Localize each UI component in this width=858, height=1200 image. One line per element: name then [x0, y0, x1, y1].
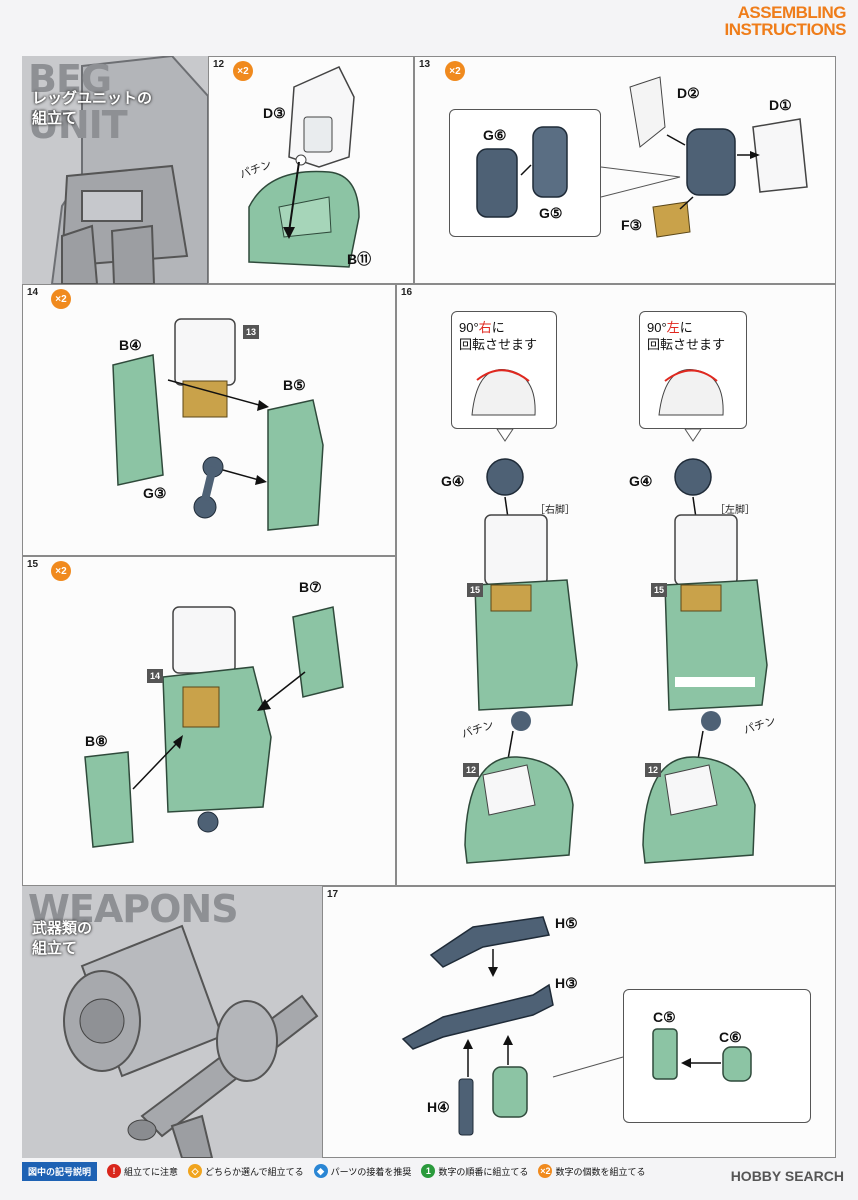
- rotate-line2-right: 回転させます: [459, 337, 538, 352]
- step-13-detail-callout: [449, 109, 601, 237]
- part-label-d1: D①: [769, 97, 792, 113]
- step-16-ref-15-right: 15: [467, 583, 484, 597]
- step-12-number: 12: [213, 59, 225, 70]
- left-leg-label: ［左脚］: [715, 505, 755, 516]
- legend-text-order: 数字の順番に組立てる: [438, 1166, 529, 1177]
- step-13-panel: 13 ×2 D② D① G⑥ G⑤ F③: [414, 56, 836, 284]
- legend-item-order: 1 数字の順番に組立てる: [421, 1164, 528, 1178]
- part-label-h3: H③: [555, 975, 578, 991]
- rotate-suffix-left: に: [679, 320, 693, 335]
- leg-title-2: 組立て: [32, 110, 78, 127]
- step-15-panel: 15 ×2 B⑦ B⑧ 14: [22, 556, 396, 886]
- part-label-h4: H④: [427, 1099, 450, 1115]
- step-17-illustration: [401, 916, 752, 1136]
- legend-text-caution: 組立てに注意: [124, 1166, 179, 1177]
- step-16-illustration: [464, 369, 768, 864]
- step-15-multiplier: ×2: [51, 561, 71, 581]
- rotate-dir-left: 左: [666, 320, 680, 335]
- right-leg-label: ［右脚］: [535, 505, 575, 516]
- step-16-number: 16: [401, 287, 413, 298]
- part-label-c5: C⑤: [653, 1009, 676, 1025]
- rotate-deg-left: 90°: [647, 320, 667, 335]
- legend-item-choose: ◇ どちらか選んで組立てる: [188, 1164, 304, 1178]
- legend-text-glue: パーツの接着を推奨: [330, 1166, 412, 1177]
- symbol-legend: 図中の記号説明 ! 組立てに注意 ◇ どちらか選んで組立てる ◆ パーツの接着を…: [22, 1160, 836, 1182]
- hobby-search-watermark: HOBBY SEARCH: [730, 1168, 844, 1184]
- leg-unit-illustration: [50, 56, 208, 284]
- step-13-illustration: [476, 76, 808, 238]
- rotate-deg-right: 90°: [459, 320, 479, 335]
- step-14-illustration: [112, 318, 324, 531]
- part-label-h5: H⑤: [555, 915, 578, 931]
- header-line2: INSTRUCTIONS: [724, 20, 847, 39]
- header-line1: ASSEMBLING: [737, 3, 847, 22]
- step-15-illustration: [84, 606, 344, 848]
- caution-icon: !: [107, 1164, 122, 1178]
- part-label-b8: B⑧: [85, 733, 108, 749]
- count-icon: ×2: [538, 1164, 553, 1178]
- part-label-g5: G⑤: [539, 205, 563, 221]
- choose-icon: ◇: [188, 1164, 203, 1178]
- legend-title: 図中の記号説明: [22, 1161, 98, 1181]
- legend-text-count: 数字の個数を組立てる: [555, 1166, 646, 1177]
- step-12-illustration: [248, 66, 360, 268]
- weapons-illustration: [63, 924, 319, 1158]
- step-16-ref-12-left: 12: [645, 763, 662, 777]
- part-label-g3: G③: [143, 485, 167, 501]
- step-16-panel: 16: [396, 284, 836, 886]
- part-label-f3: F③: [621, 217, 643, 233]
- part-label-d2: D②: [677, 85, 700, 101]
- weapons-title-2: 組立て: [32, 940, 78, 957]
- step-14-panel: 14 ×2 B④ B⑤ G③ 13: [22, 284, 396, 556]
- step-15-ref-14: 14: [147, 669, 164, 683]
- weapons-big-text: WEAPONS: [28, 887, 239, 931]
- part-label-g4-right-leg: G④: [441, 473, 465, 489]
- part-label-b11: B⑪: [347, 251, 372, 267]
- legend-item-caution: ! 組立てに注意: [107, 1164, 178, 1178]
- weapons-section-header: WEAPONS 武器類の 組立て: [22, 886, 322, 1158]
- part-label-c6: C⑥: [719, 1029, 742, 1045]
- step-14-multiplier: ×2: [51, 289, 71, 309]
- leg-big-text-2: UNIT: [28, 103, 128, 147]
- legend-text-choose: どちらか選んで組立てる: [205, 1166, 304, 1177]
- step-17-number: 17: [327, 889, 339, 900]
- glue-icon: ◆: [313, 1164, 328, 1178]
- order-icon: 1: [421, 1164, 436, 1178]
- part-label-d3: D③: [263, 105, 286, 121]
- part-label-g6: G⑥: [483, 127, 507, 143]
- rotate-line2-left: 回転させます: [647, 337, 726, 352]
- step-15-number: 15: [27, 559, 39, 570]
- rotate-suffix-right: に: [491, 320, 505, 335]
- step-14-number: 14: [27, 287, 39, 298]
- rotate-instruction-right: 90°右に 回転させます: [459, 319, 537, 353]
- step-16-ref-15-left: 15: [651, 583, 668, 597]
- step-13-number: 13: [419, 59, 431, 70]
- leg-title-1: レッグユニットの: [32, 90, 153, 107]
- step-13-multiplier: ×2: [445, 61, 465, 81]
- step-14-ref-13: 13: [243, 325, 260, 339]
- step-17-panel: 17 H⑤ H③ H④ C⑤ C⑥: [322, 886, 836, 1158]
- legend-item-glue: ◆ パーツの接着を推奨: [313, 1164, 412, 1178]
- rotate-instruction-left: 90°左に 回転させます: [647, 319, 725, 353]
- step-16-ref-12-right: 12: [463, 763, 480, 777]
- leg-big-text-1: BEG: [28, 57, 112, 101]
- page-header: ASSEMBLING INSTRUCTIONS: [725, 4, 847, 38]
- weapons-title-1: 武器類の: [32, 920, 93, 937]
- rotate-dir-right: 右: [478, 320, 492, 335]
- part-label-b5: B⑤: [283, 377, 306, 393]
- part-label-b7: B⑦: [299, 579, 322, 595]
- legend-item-count: ×2 数字の個数を組立てる: [538, 1164, 645, 1178]
- part-label-b4: B④: [119, 337, 142, 353]
- part-label-g4-left-leg: G④: [629, 473, 653, 489]
- leg-unit-section-header: BEG UNIT レッグユニットの 組立て: [22, 56, 208, 284]
- step-12-panel: 12 ×2 D③ B⑪ パチン: [208, 56, 414, 284]
- step-12-multiplier: ×2: [233, 61, 253, 81]
